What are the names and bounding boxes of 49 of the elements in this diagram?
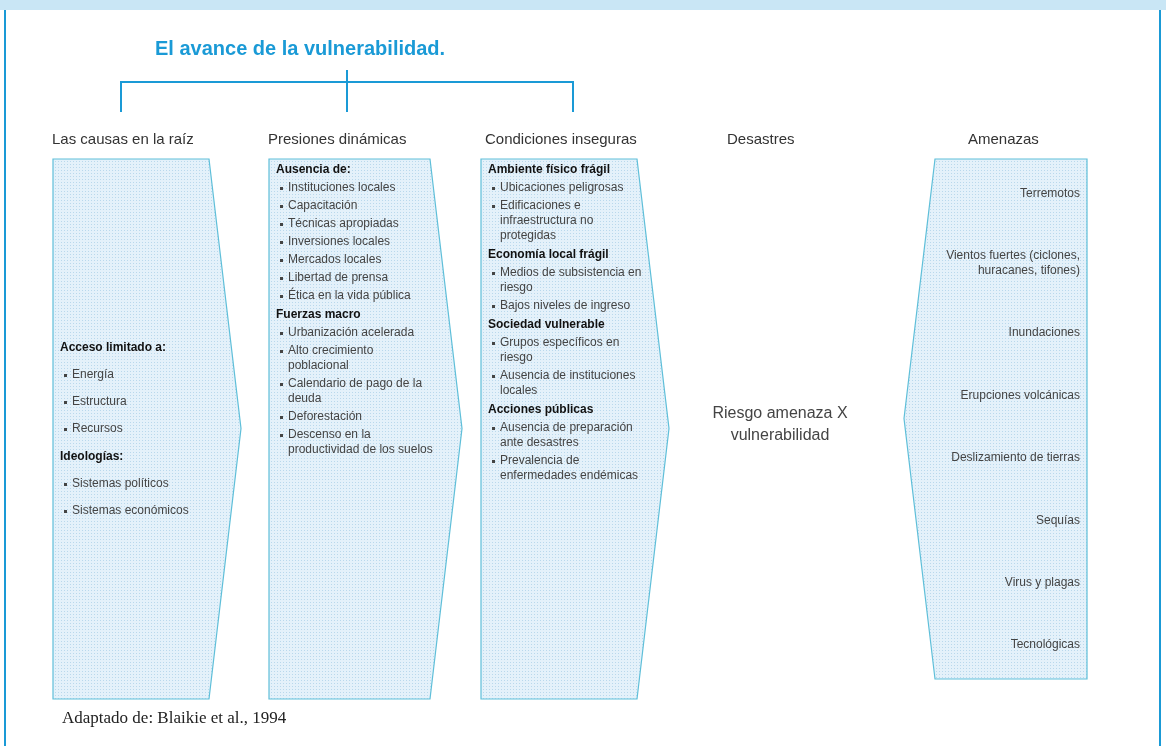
list-item: Sistemas económicos [72,503,189,517]
list-item: Deforestación [288,409,363,423]
list-item: Ética en la vida pública [288,288,411,302]
panel-heading: Sociedad vulnerable [488,317,606,332]
list-item: Calendario de pago de la deuda [288,376,423,405]
list-item: Ausencia de preparación ante desastres [500,420,633,449]
list-item: Descenso en la productividad de los suelos [288,427,433,456]
list-item: Libertad de prensa [288,270,389,284]
panel-heading: Ideologías: [60,449,125,464]
list-item: Inundaciones [1007,325,1080,341]
list-item: Sequías [1034,512,1080,528]
panel-heading: Ambiente físico frágil [488,162,612,177]
list-item: Terremotos [1018,185,1080,201]
list-item: Instituciones locales [288,180,396,194]
list-item: Deslizamiento de tierras [950,450,1080,466]
list-item: Urbanización acelerada [288,325,415,339]
list-item: Bajos niveles de ingreso [500,298,631,312]
list-item: Tecnológicas [1009,637,1080,653]
list-item: Ubicaciones peligrosas [500,180,624,194]
panel-heading: Fuerzas macro [276,307,362,322]
column-heading: Desastres [727,130,795,147]
column-heading: Condiciones inseguras [485,130,637,147]
list-item: Capacitación [288,198,358,212]
list-item: Alto crecimiento poblacional [288,343,374,372]
list-item: Inversiones locales [288,234,391,248]
list-item: Prevalencia de enfermedades endémicas [500,453,639,482]
panel-heading: Acceso limitado a: [60,340,168,355]
column-heading: Amenazas [968,130,1039,147]
list-item: Virus y plagas [1003,574,1080,590]
panel-heading: Economía local frágil [488,247,610,262]
list-item: Edificaciones e infraestructura no protegidas [500,198,594,242]
diagram-title: El avance de la vulnerabilidad. [155,37,446,60]
list-item: Mercados locales [288,252,382,266]
panel-heading: Acciones públicas [488,402,595,417]
column-heading: Las causas en la raíz [52,130,194,147]
source-caption: Adaptado de: Blaikie et al., 1994 [62,708,287,728]
list-item: Vientos fuertes (ciclones, huracanes, tifones) [945,248,1080,279]
panel-heading: Ausencia de: [276,162,352,177]
list-item: Recursos [72,421,123,435]
list-item: Erupciones volcánicas [959,387,1080,403]
list-item: Técnicas apropiadas [288,216,399,230]
list-item: Estructura [72,394,127,408]
list-item: Ausencia de instituciones locales [500,368,636,397]
note-text: Riesgo amenaza X vulnerabilidad [711,403,849,445]
list-item: Energía [72,367,115,381]
list-item: Medios de subsistencia en riesgo [500,265,642,294]
list-item: Sistemas políticos [72,476,169,490]
column-heading: Presiones dinámicas [268,130,407,147]
list-item: Grupos específicos en riesgo [500,335,620,364]
